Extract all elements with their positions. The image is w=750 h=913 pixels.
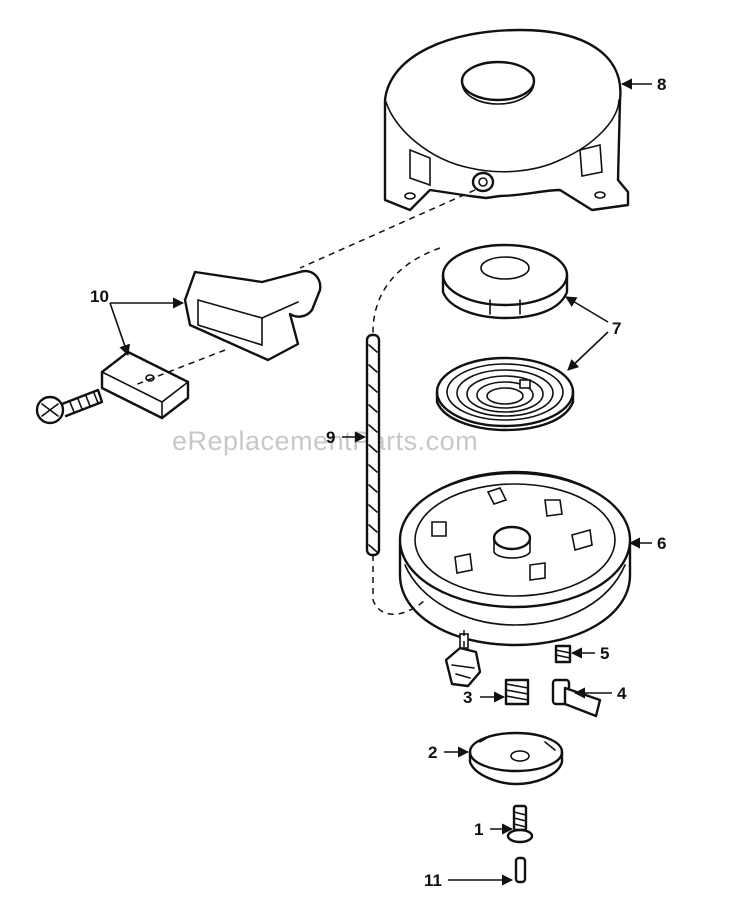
callout-9: 9 [326,428,367,447]
callout-label: 7 [612,319,621,338]
watermark-text: eReplacementParts.com [172,426,478,456]
part-7-recoil-spring [435,356,575,432]
callout-label: 11 [424,871,442,890]
callout-label: 10 [90,287,109,306]
callout-3: 3 [463,688,506,707]
callout-8: 8 [620,75,666,94]
part-10-retainer-clip [100,350,190,420]
rope-path-line [372,555,426,615]
rope-path-line [372,247,441,336]
callout-2: 2 [428,743,470,762]
callout-label: 2 [428,743,437,762]
part-6-pulley [398,470,632,647]
callout-label: 6 [657,534,666,553]
callout-label: 8 [657,75,666,94]
callout-label: 4 [617,684,627,703]
callout-11: 11 [424,871,514,890]
callout-6: 6 [628,534,666,553]
part-3-spring [504,678,530,706]
callout-label: 9 [326,428,335,447]
callout-1: 1 [474,820,514,839]
part-11-pin [514,856,527,884]
part-7-spring-cup [441,243,569,320]
callout-4: 4 [573,684,627,703]
part-8-housing [383,28,630,212]
callout-label: 5 [600,644,609,663]
part-2-cam [468,731,564,786]
callout-label: 3 [463,688,472,707]
callout-7: 7 [565,296,621,371]
part-5-small-spring [554,644,572,664]
callout-5: 5 [570,644,609,663]
rope-path-line [134,349,226,386]
rope-path-line [299,189,476,269]
part-9-starter-rope [365,333,381,557]
part-10-handle [183,269,322,362]
part-4-pawl [551,678,602,718]
callout-label: 1 [474,820,483,839]
part-10-screw [35,388,104,425]
callout-10: 10 [90,287,185,357]
part-1-shoulder-screw [506,804,534,844]
